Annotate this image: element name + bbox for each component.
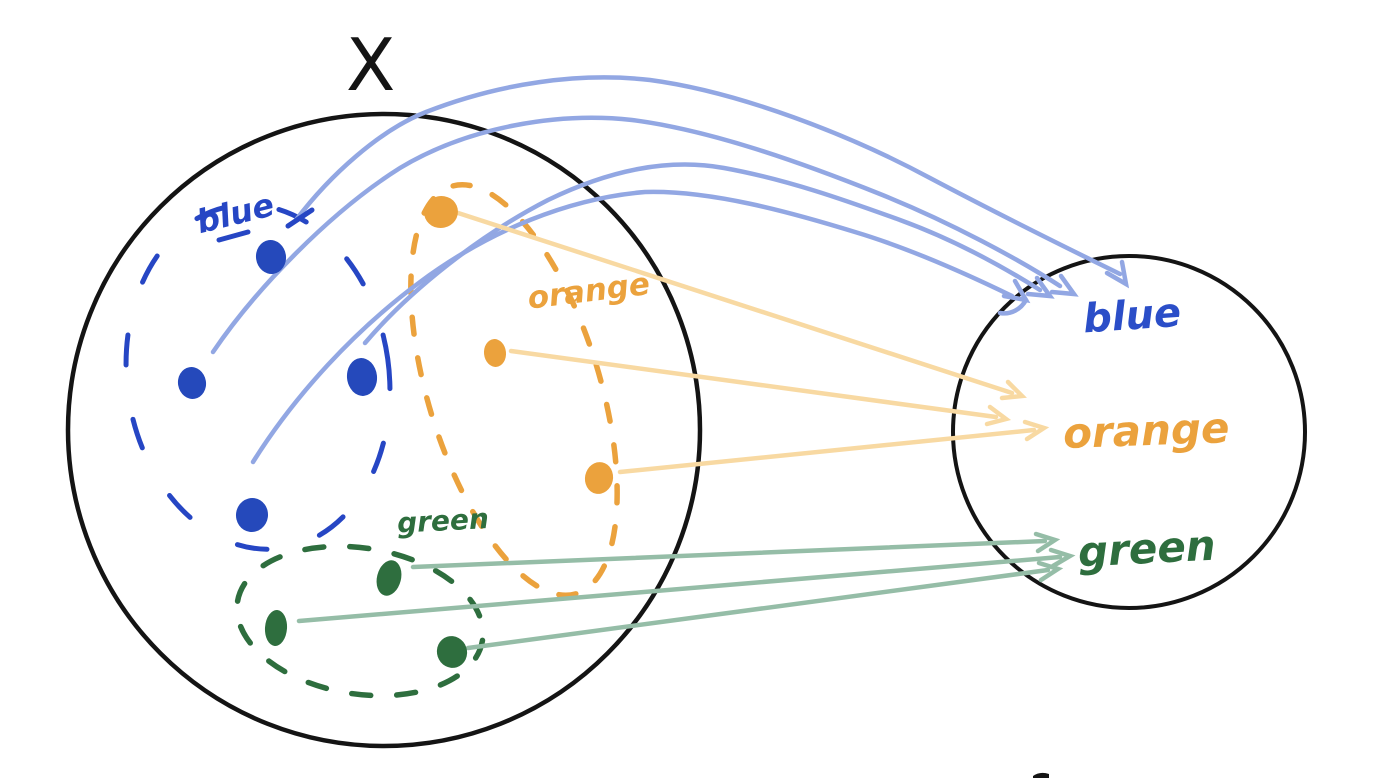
blue-curve-tail-tick [285, 207, 315, 229]
blue-arrow-curve-2 [210, 115, 1063, 355]
cutoff-caption-mark [1033, 772, 1049, 778]
green-arrows [296, 531, 1076, 651]
right-green-label: green [1077, 521, 1217, 577]
left-blue-group-label: blue [193, 185, 278, 241]
blue-arrows [210, 75, 1130, 465]
right-set-circle [951, 254, 1307, 610]
orange-point-1 [424, 195, 458, 229]
left-orange-group-label: orange [526, 266, 652, 317]
blue-arrowhead-4 [1001, 278, 1031, 304]
orange-point-2 [483, 339, 507, 367]
blue-arrowhead-2 [1049, 273, 1079, 297]
blue-arrowhead-1 [1104, 259, 1130, 289]
orange-arrowhead-2 [984, 404, 1012, 427]
right-blue-label: blue [1082, 290, 1183, 343]
blue-points [177, 240, 378, 532]
green-arrow-line-1 [410, 538, 1048, 570]
green-point-2 [264, 610, 288, 646]
orange-arrow-line-1 [452, 209, 1015, 396]
left-green-group-label: green [396, 502, 489, 540]
blue-arrowhead-4-curl [997, 297, 1029, 316]
left-set-title: X [346, 23, 395, 107]
orange-arrowhead-3 [1022, 419, 1050, 442]
orange-point-3 [584, 462, 614, 494]
blue-point-4 [235, 498, 269, 532]
green-arrow-line-2 [296, 554, 1063, 624]
green-arrow-line-3 [465, 567, 1051, 651]
blue-group-dashed-region [123, 202, 393, 552]
blue-arrow-curve-1 [293, 75, 1123, 277]
blue-arrowhead-3 [1025, 275, 1055, 299]
orange-arrow-line-3 [617, 427, 1037, 475]
orange-arrows [452, 209, 1050, 475]
blue-arrow-curve-4 [250, 189, 1015, 465]
left-set-circle [65, 111, 703, 749]
orange-points [424, 195, 614, 494]
green-point-1 [376, 560, 402, 596]
green-arrowhead-2 [1048, 547, 1076, 569]
orange-arrow-line-2 [508, 348, 999, 420]
green-arrowhead-1 [1033, 531, 1061, 554]
blue-point-1 [255, 240, 287, 274]
blue-point-3 [346, 358, 378, 396]
green-points [264, 560, 468, 668]
blue-point-2 [177, 367, 207, 399]
right-orange-label: orange [1062, 403, 1230, 458]
green-group-dashed-region [234, 543, 486, 699]
green-arrowhead-3 [1036, 560, 1064, 583]
green-point-3 [436, 636, 468, 668]
left-blue-label-underline [216, 229, 251, 243]
orange-arrowhead-1 [999, 379, 1027, 401]
